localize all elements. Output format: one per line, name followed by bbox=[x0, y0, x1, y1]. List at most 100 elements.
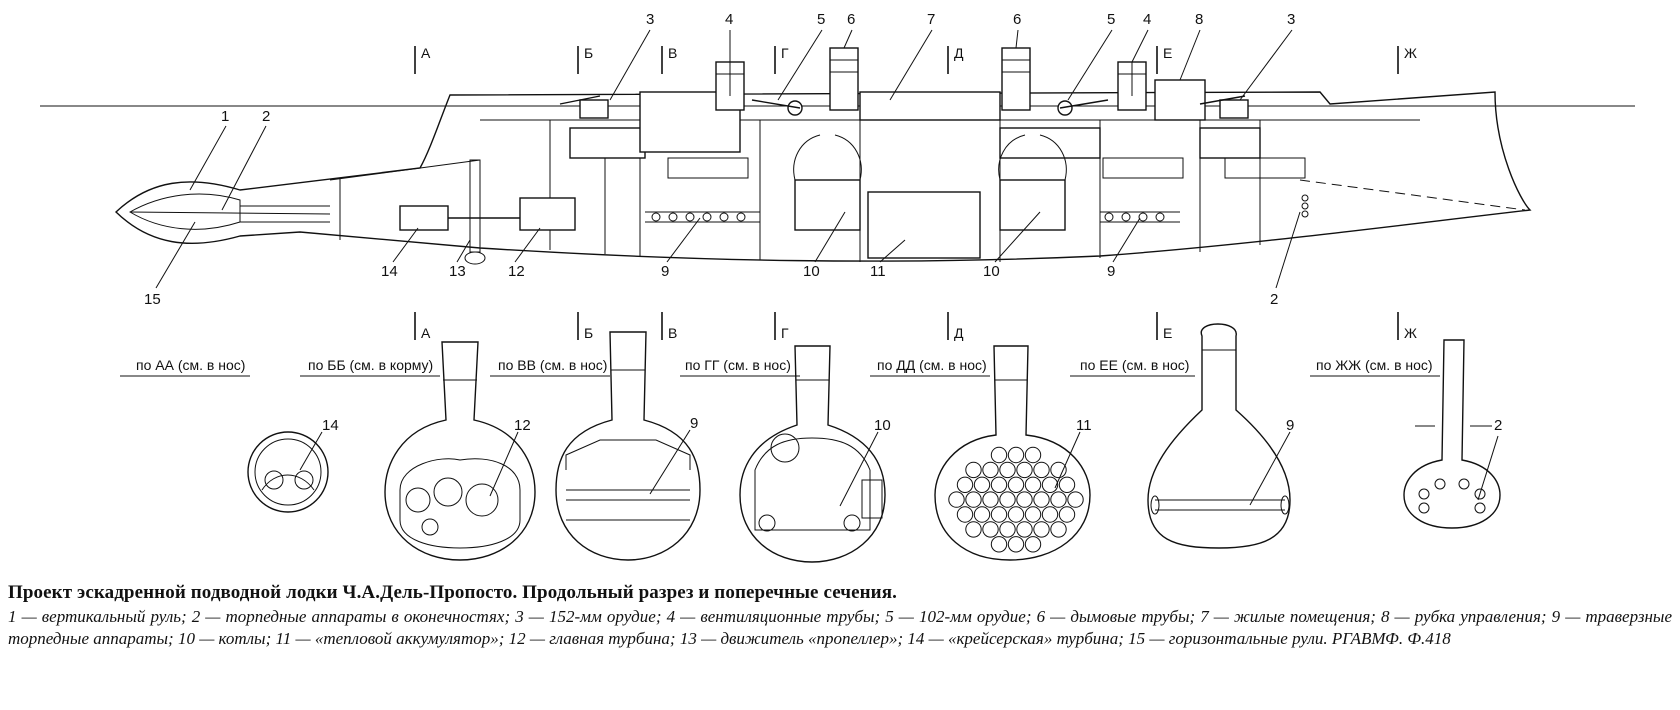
caption-title: Проект эскадренной подводной лодки Ч.А.Д… bbox=[8, 582, 897, 603]
xsec-marker-V: В bbox=[668, 325, 677, 341]
section-EE-drawing: 9 bbox=[1147, 323, 1294, 549]
callout-15: 15 bbox=[144, 291, 161, 308]
xsec-marker-D: Д bbox=[954, 325, 964, 341]
submarine-drawing: А Б В Г Д Е Ж bbox=[40, 11, 1635, 563]
accumulator-cell bbox=[982, 491, 999, 508]
xsec-marker-E: Е bbox=[1163, 325, 1172, 341]
callout-4-stern: 4 bbox=[1143, 11, 1151, 28]
leader-lines bbox=[155, 29, 1301, 289]
accumulator-cell bbox=[1050, 521, 1067, 538]
section-label-ZhZh: по ЖЖ (см. в нос) bbox=[1316, 357, 1433, 373]
xsec-callout-10: 10 bbox=[874, 417, 891, 434]
callout-9-stern: 9 bbox=[1107, 263, 1115, 280]
accumulator-cell bbox=[999, 491, 1016, 508]
section-label-EE: по ЕЕ (см. в нос) bbox=[1080, 357, 1189, 373]
boilers bbox=[793, 134, 1067, 231]
section-marker-letters: А Б В Г Д Е Ж bbox=[421, 45, 1417, 61]
callout-6-bow: 6 bbox=[847, 11, 855, 28]
caption: Проект эскадренной подводной лодки Ч.А.Д… bbox=[8, 582, 1672, 650]
accumulator-cell bbox=[1058, 506, 1076, 523]
xsec-marker-A: А bbox=[421, 325, 431, 341]
accumulator-cell bbox=[1024, 476, 1042, 493]
caption-legend: 1 — вертикальный руль; 2 — торпедные апп… bbox=[8, 607, 1672, 648]
accumulator-cell bbox=[1007, 476, 1025, 493]
accumulator-cell bbox=[990, 446, 1008, 464]
accumulator-cell bbox=[965, 521, 982, 538]
section-AA-drawing: 14 bbox=[247, 417, 339, 513]
accumulator-cell bbox=[990, 476, 1008, 493]
callout-2-fwd: 2 bbox=[1270, 291, 1278, 308]
accumulator-cell bbox=[1016, 491, 1033, 508]
accumulator-cell bbox=[1041, 476, 1059, 493]
propeller bbox=[464, 251, 486, 265]
xsec-callout-12: 12 bbox=[514, 417, 531, 434]
callout-5-bow: 5 bbox=[817, 11, 825, 28]
guns bbox=[559, 95, 1249, 119]
callout-10-bow: 10 bbox=[803, 263, 820, 280]
callout-7: 7 bbox=[927, 11, 935, 28]
marker-B: Б bbox=[584, 45, 593, 61]
callout-2-aft: 2 bbox=[262, 108, 270, 125]
marker-V: В bbox=[668, 45, 677, 61]
callout-13: 13 bbox=[449, 263, 466, 280]
accumulator-cell bbox=[1050, 461, 1067, 479]
callouts-top: 3 4 5 6 7 6 5 4 8 3 bbox=[646, 11, 1295, 28]
section-label-BB: по ББ (см. в корму) bbox=[308, 357, 433, 373]
accumulator-cell bbox=[999, 521, 1016, 538]
xsec-callout-14: 14 bbox=[322, 417, 339, 434]
control-tower bbox=[1154, 79, 1206, 121]
accumulator-cell bbox=[982, 521, 999, 538]
callout-11: 11 bbox=[870, 263, 886, 280]
accumulator-cell bbox=[1024, 536, 1042, 553]
cross-sections: А Б В Г Д Е Ж по АА (см. в нос) по ББ (с… bbox=[120, 312, 1502, 563]
section-label-VV: по ВВ (см. в нос) bbox=[498, 357, 607, 373]
accumulator-cell bbox=[1007, 506, 1025, 523]
accumulator-cell bbox=[1024, 506, 1042, 523]
marker-G: Г bbox=[781, 45, 789, 61]
accumulator-cell bbox=[1041, 506, 1059, 523]
accumulator-cell bbox=[973, 506, 991, 523]
accumulator-cell bbox=[973, 476, 991, 493]
callout-10-stern: 10 bbox=[983, 263, 1000, 280]
section-marker-ticks bbox=[414, 46, 1399, 74]
callout-3-bow: 3 bbox=[646, 11, 654, 28]
accumulator-cell bbox=[990, 506, 1008, 523]
heat-accumulator-cells bbox=[948, 446, 1084, 553]
accumulator-cell bbox=[1058, 476, 1076, 493]
traverse-torpedo-tubes bbox=[651, 194, 1309, 222]
callout-6-stern: 6 bbox=[1013, 11, 1021, 28]
accumulator-cell bbox=[1007, 446, 1025, 464]
callout-8: 8 bbox=[1195, 11, 1203, 28]
callout-12: 12 bbox=[508, 263, 525, 280]
section-ZhZh-drawing: 2 bbox=[1403, 339, 1502, 529]
section-label-GG: по ГГ (см. в нос) bbox=[685, 357, 791, 373]
callout-9-bow: 9 bbox=[661, 263, 669, 280]
xsec-callout-11: 11 bbox=[1076, 417, 1092, 434]
accumulator-cell bbox=[1007, 536, 1025, 553]
marker-E: Е bbox=[1163, 45, 1172, 61]
propeller-shaft bbox=[469, 159, 481, 253]
xsec-callout-9-bow: 9 bbox=[690, 415, 698, 432]
longitudinal-section: А Б В Г Д Е Ж bbox=[40, 11, 1635, 308]
xsec-marker-B: Б bbox=[584, 325, 593, 341]
cruising-turbine bbox=[399, 205, 449, 231]
heat-accumulator bbox=[867, 191, 981, 259]
callout-1: 1 bbox=[221, 108, 229, 125]
section-label-AA: по АА (см. в нос) bbox=[136, 357, 245, 373]
section-label-DD: по ДД (см. в нос) bbox=[877, 357, 987, 373]
smoke-funnels bbox=[829, 47, 1031, 111]
main-turbine bbox=[519, 197, 576, 231]
marker-D: Д bbox=[954, 45, 964, 61]
torpedo-racks bbox=[645, 157, 1306, 223]
accumulator-cell bbox=[1016, 461, 1033, 479]
xsec-callout-9-stern: 9 bbox=[1286, 417, 1294, 434]
accumulator-cell bbox=[1033, 491, 1050, 508]
callouts-bottom: 14 13 12 9 10 11 10 9 2 bbox=[381, 263, 1278, 308]
accumulator-cell bbox=[1024, 446, 1042, 464]
accumulator-cell bbox=[1050, 491, 1067, 508]
section-GG-drawing: 10 bbox=[739, 345, 891, 563]
cross-section-marker-letters: А Б В Г Д Е Ж bbox=[421, 325, 1417, 341]
callout-4-bow: 4 bbox=[725, 11, 733, 28]
accumulator-cell bbox=[1033, 521, 1050, 538]
accumulator-cell bbox=[1067, 491, 1084, 508]
